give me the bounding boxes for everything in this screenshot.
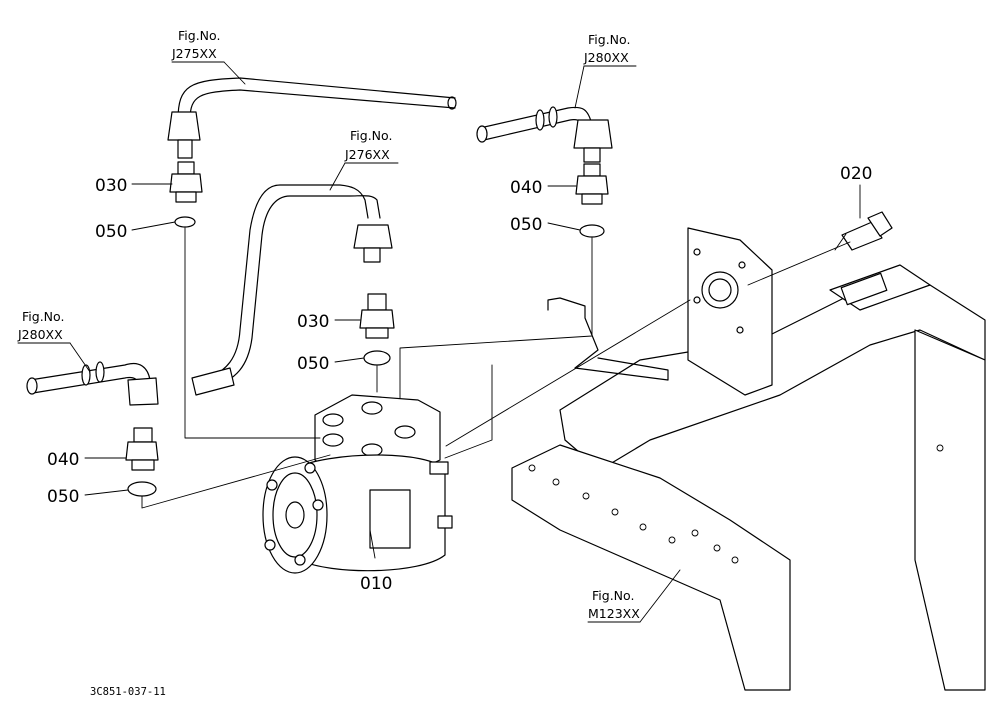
pipe-j275 <box>167 77 457 159</box>
fig-ref-m123: Fig.No. M123XX <box>588 588 640 621</box>
callout-030-center: 030 <box>297 312 329 332</box>
fig-ref-prefix: Fig.No. <box>592 588 634 603</box>
callout-040-right: 040 <box>510 178 542 198</box>
callout-020: 020 <box>840 164 872 184</box>
callout-050-upper-left: 050 <box>95 222 127 242</box>
callout-040-left: 040 <box>47 450 79 470</box>
callout-050-lower-left: 050 <box>47 487 79 507</box>
steering-valve-body <box>262 394 453 574</box>
pipe-j280-top <box>476 106 613 163</box>
oring-050-center <box>363 350 391 366</box>
callout-030-left: 030 <box>95 176 127 196</box>
pipe-j276 <box>191 184 393 396</box>
fig-ref-j280-top: Fig.No. J280XX <box>583 32 630 65</box>
fig-ref-prefix: Fig.No. <box>178 28 220 43</box>
fitting-040-left <box>125 427 159 471</box>
bolt-020 <box>747 211 893 286</box>
mounting-frame <box>511 227 986 691</box>
fig-ref-prefix: Fig.No. <box>350 128 392 143</box>
fig-ref-prefix: Fig.No. <box>588 32 630 47</box>
fitting-030-center <box>359 293 395 339</box>
callout-050-right: 050 <box>510 215 542 235</box>
fitting-030-left <box>169 161 203 203</box>
fig-ref-number: J275XX <box>171 46 217 61</box>
assembly-lines <box>141 227 691 509</box>
callout-010: 010 <box>360 574 392 594</box>
callout-050-center: 050 <box>297 354 329 374</box>
oring-050-lower-left <box>127 481 157 497</box>
fig-ref-j280-left: Fig.No. J280XX <box>17 309 64 342</box>
fitting-040-right <box>575 163 609 205</box>
fig-ref-j276: Fig.No. J276XX <box>344 128 392 162</box>
oring-050-right <box>579 224 605 238</box>
fig-ref-number: J280XX <box>17 327 63 342</box>
oring-050-upper-left <box>174 216 196 228</box>
pipe-j280-left <box>26 361 159 406</box>
figure-id: 3C851-037-11 <box>90 686 166 698</box>
fig-ref-number: J280XX <box>583 50 629 65</box>
fig-ref-j275: Fig.No. J275XX <box>171 28 220 61</box>
fig-ref-number: J276XX <box>344 147 390 162</box>
fig-ref-number: M123XX <box>588 606 640 621</box>
callout-leaders <box>17 61 861 623</box>
fig-ref-prefix: Fig.No. <box>22 309 64 324</box>
